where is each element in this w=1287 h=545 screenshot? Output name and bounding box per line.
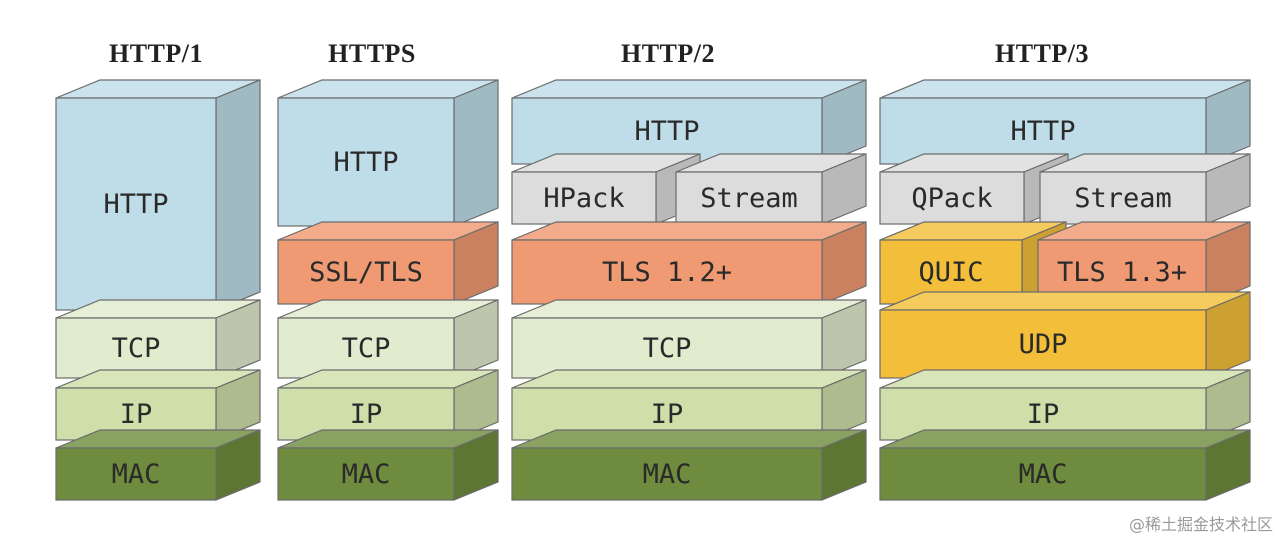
layer-label: Stream [700,183,798,214]
layer-label: MAC [1019,459,1068,490]
layer-front-face [675,171,823,225]
layer-top-face [511,299,867,319]
layer-label: IP [651,399,684,430]
layer-label: SSL/TLS [309,257,423,288]
layer-https-ip: IP [277,369,499,441]
layer-top-face [511,79,867,99]
layer-http2-hpack: HPack [511,153,701,225]
layer-label: MAC [643,459,692,490]
layer-label: HTTP [1010,116,1075,147]
layer-label: HTTP [634,116,699,147]
layer-label: HTTP [333,147,398,178]
watermark: @稀土掘金技术社区 [1128,515,1273,534]
layer-side-face [453,79,499,227]
layer-label: QPack [911,183,992,214]
layer-front-face [55,317,217,379]
layer-top-face [879,79,1251,99]
layer-label: TCP [112,333,161,364]
layer-top-face [879,369,1251,389]
layer-front-face [277,239,455,305]
layer-top-face [879,291,1251,311]
layer-front-face [55,97,217,311]
layer-label: QUIC [918,257,983,288]
layer-front-face [511,447,823,501]
layer-http1-mac: MAC [55,429,261,501]
layer-front-face [511,317,823,379]
layer-label: TLS 1.3+ [1057,257,1187,288]
layer-http3-mac: MAC [879,429,1251,501]
layer-http2-mac: MAC [511,429,867,501]
layer-http3-tls: TLS 1.3+ [1037,221,1251,305]
layer-http2-tls: TLS 1.2+ [511,221,867,305]
layer-front-face [277,97,455,227]
layer-front-face [879,309,1207,379]
layer-http3-udp: UDP [879,291,1251,379]
layer-front-face [511,171,657,225]
layer-http1-ip: IP [55,369,261,441]
layer-front-face [879,447,1207,501]
layer-https-mac: MAC [277,429,499,501]
layer-label: IP [120,399,153,430]
layer-label: HTTP [103,189,168,220]
layer-top-face [511,369,867,389]
layer-http2-http: HTTP [511,79,867,165]
layer-front-face [511,239,823,305]
layer-label: IP [1027,399,1060,430]
layer-label: MAC [342,459,391,490]
layer-side-face [215,79,261,311]
layer-http3-http: HTTP [879,79,1251,165]
layer-label: UDP [1019,329,1068,360]
layer-label: TCP [643,333,692,364]
layer-label: IP [350,399,383,430]
layer-http1-http: HTTP [55,79,261,311]
layer-top-face [511,429,867,449]
layer-front-face [55,447,217,501]
column-title-http2: HTTP/2 [620,39,715,68]
layer-label: TLS 1.2+ [602,257,732,288]
layer-https-ssl-tls: SSL/TLS [277,221,499,305]
layer-top-face [879,429,1251,449]
layer-http3-stream: Stream [1039,153,1251,225]
layer-label: MAC [112,459,161,490]
layer-front-face [879,171,1025,225]
layer-front-face [277,317,455,379]
layer-http2-stream: Stream [675,153,867,225]
layer-label: TCP [342,333,391,364]
layer-http2-tcp: TCP [511,299,867,379]
layer-label: Stream [1074,183,1172,214]
layer-front-face [879,97,1207,165]
layer-http1-tcp: TCP [55,299,261,379]
column-title-http1: HTTP/1 [108,39,203,68]
layer-top-face [511,221,867,241]
layer-label: HPack [543,183,624,214]
column-title-https: HTTPS [328,39,416,68]
layer-https-http: HTTP [277,79,499,227]
layer-https-tcp: TCP [277,299,499,379]
layer-front-face [1039,171,1207,225]
column-title-http3: HTTP/3 [994,39,1089,68]
layer-front-face [277,447,455,501]
layer-front-face [511,97,823,165]
